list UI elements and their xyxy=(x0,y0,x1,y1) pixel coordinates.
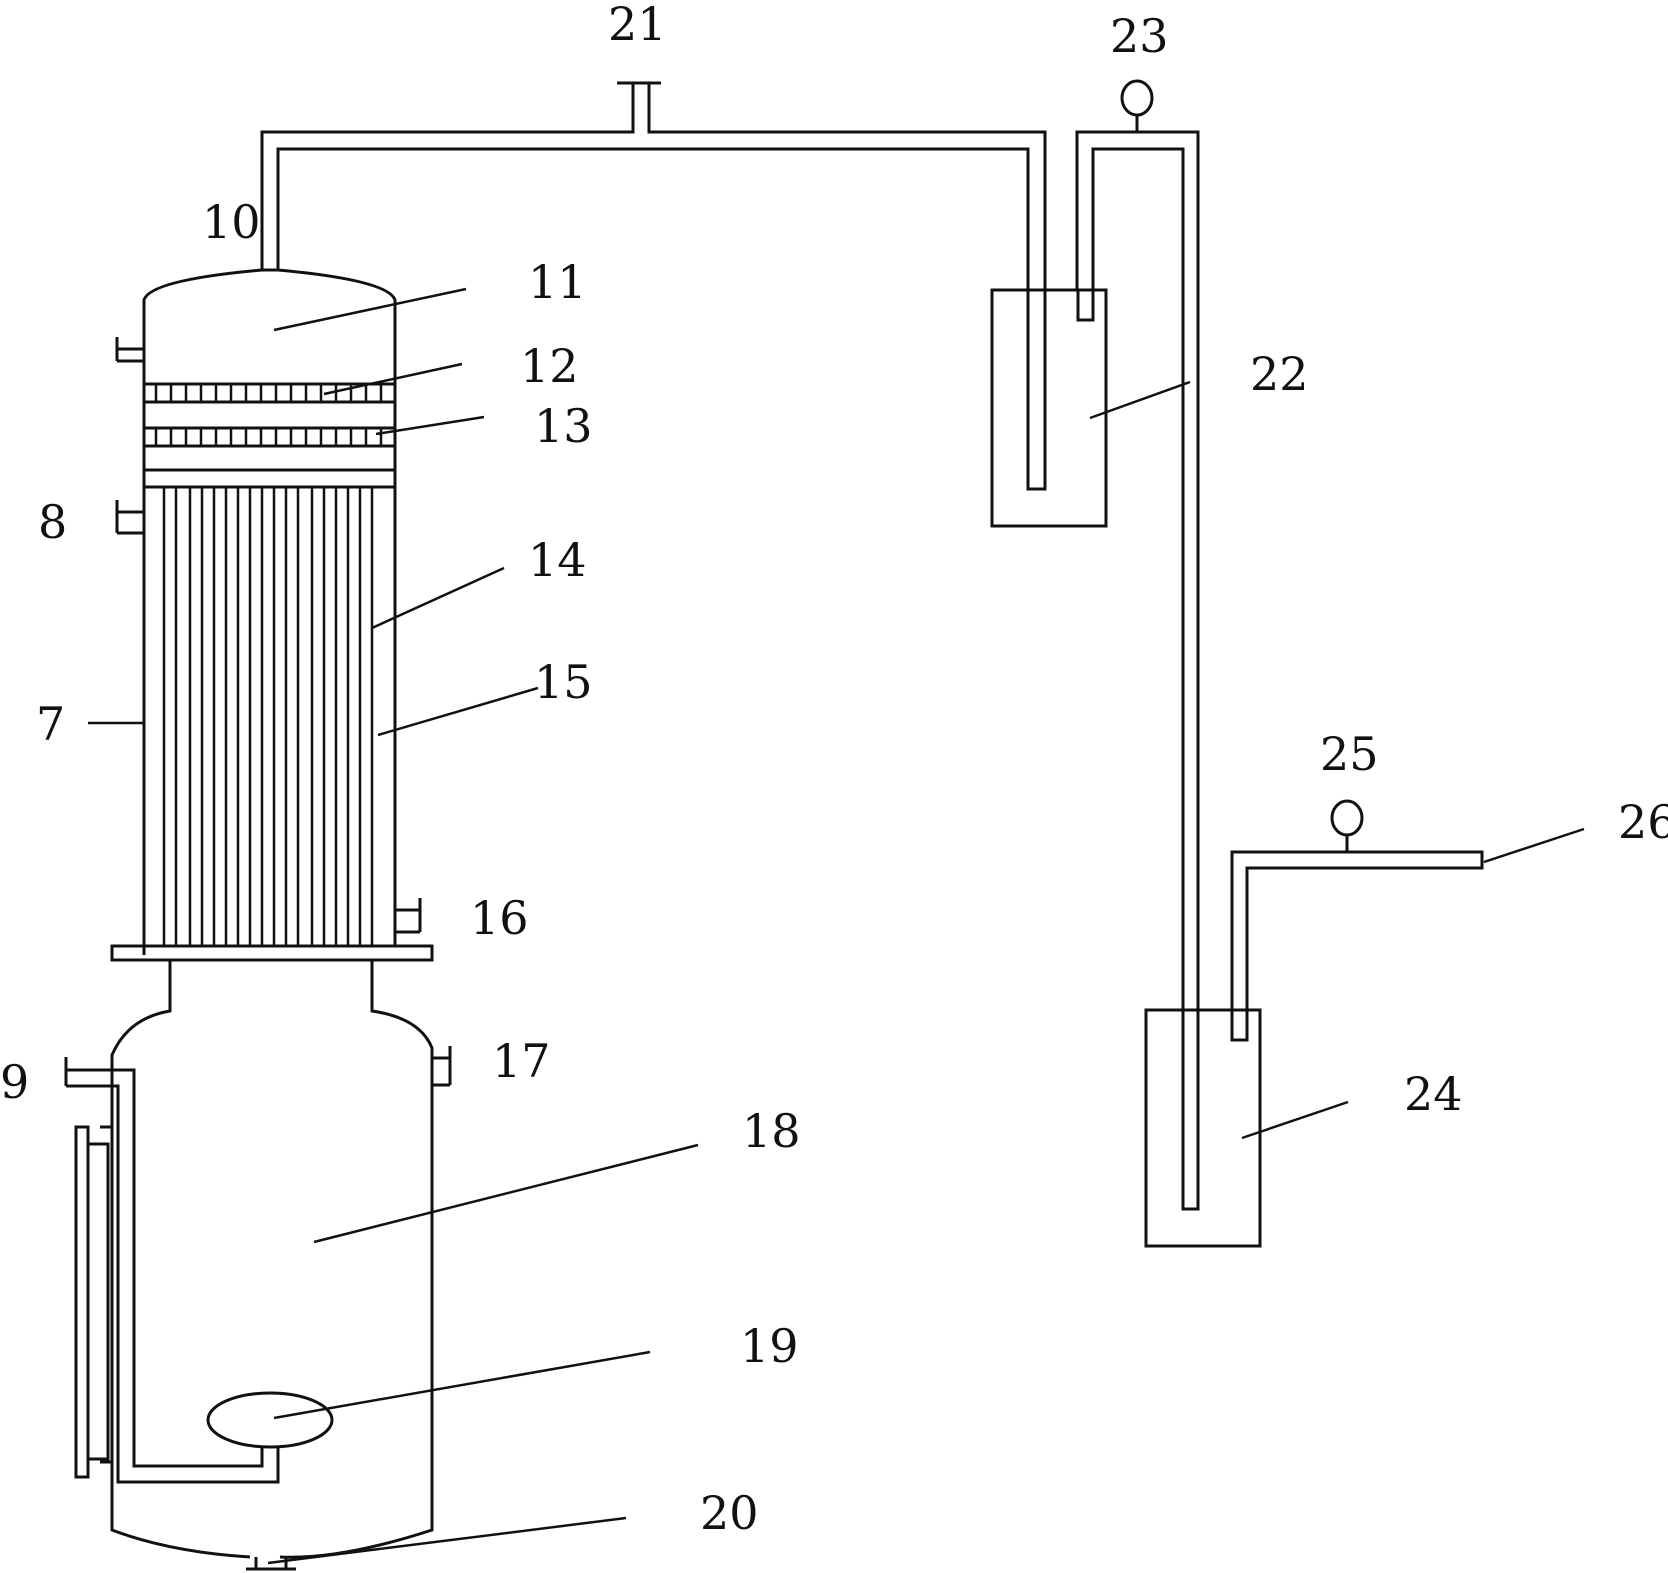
vessel-neck xyxy=(110,960,434,1559)
nozzle-top-left xyxy=(115,337,144,363)
label-14: 14 xyxy=(528,533,587,587)
label-19: 19 xyxy=(740,1319,799,1373)
nozzle-17 xyxy=(432,1046,452,1087)
trap-vessel-22 xyxy=(990,288,1108,528)
label-18: 18 xyxy=(742,1104,801,1158)
sparger-19 xyxy=(206,1391,334,1449)
label-15: 15 xyxy=(534,655,593,709)
callout-labels: 7 8 9 10 11 12 13 14 15 16 17 18 19 20 2… xyxy=(0,0,1668,1540)
plate-13-holes xyxy=(154,428,383,446)
label-17: 17 xyxy=(492,1034,551,1088)
label-9: 9 xyxy=(0,1055,29,1109)
label-21: 21 xyxy=(608,0,667,51)
label-20: 20 xyxy=(700,1486,759,1540)
level-gauge-inner xyxy=(86,1142,110,1461)
plate-13 xyxy=(144,426,395,448)
vapor-piping xyxy=(260,79,1200,1211)
bottom-outlet-20 xyxy=(246,1557,296,1571)
plate-12 xyxy=(144,382,395,404)
label-11: 11 xyxy=(528,255,587,309)
label-26: 26 xyxy=(1618,795,1668,849)
connecting-pipe xyxy=(1075,130,1200,1211)
label-22: 22 xyxy=(1250,347,1309,401)
trap-vessel-24 xyxy=(1144,1008,1262,1248)
gauge-23 xyxy=(1120,79,1154,117)
nozzle-8 xyxy=(115,500,144,535)
label-8: 8 xyxy=(38,495,67,549)
label-23: 23 xyxy=(1110,9,1169,63)
condenser-column xyxy=(110,268,434,962)
tube-bundle xyxy=(162,487,374,946)
label-7: 7 xyxy=(36,697,65,751)
lower-vessel xyxy=(64,960,452,1571)
column-flange xyxy=(110,944,434,962)
vapor-pipe-outer xyxy=(260,81,1047,290)
label-10: 10 xyxy=(202,195,261,249)
column-dome-head xyxy=(142,268,397,308)
outlet-pipe xyxy=(1230,850,1484,1042)
label-24: 24 xyxy=(1404,1067,1463,1121)
label-16: 16 xyxy=(470,891,529,945)
vapor-pipe-inner xyxy=(276,147,1047,491)
nozzle-16 xyxy=(395,898,422,934)
outlet-piping-26 xyxy=(1230,799,1484,1042)
level-gauge-outer xyxy=(74,1125,90,1479)
gauge-25 xyxy=(1330,799,1364,837)
leader-lines xyxy=(88,287,1585,1565)
label-25: 25 xyxy=(1320,727,1379,781)
plate-12-holes xyxy=(154,384,383,402)
label-12: 12 xyxy=(520,339,579,393)
inlet-pipe-9 xyxy=(64,1057,280,1484)
label-13: 13 xyxy=(534,399,593,453)
